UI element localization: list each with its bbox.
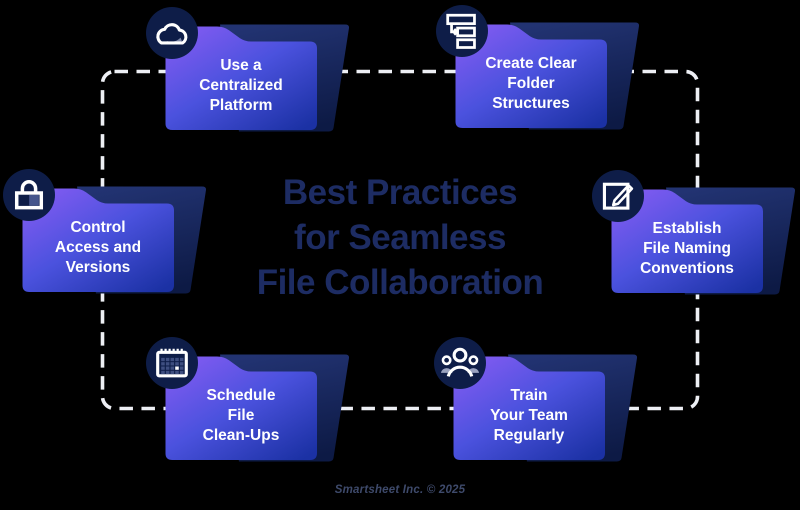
icon-badge	[434, 337, 486, 389]
folder-shape	[611, 187, 796, 295]
folder-card: Create Clear Folder Structures	[436, 5, 654, 134]
folder-shape	[455, 22, 640, 130]
folder-front	[455, 24, 607, 128]
icon-badge	[592, 170, 644, 222]
icon-badge	[146, 337, 198, 389]
folder-shape	[453, 354, 638, 462]
folder-front	[22, 188, 174, 292]
folder-shape	[22, 186, 207, 294]
page-title: Best Practices for Seamless File Collabo…	[256, 173, 544, 302]
folder-front	[611, 189, 763, 293]
folder-card-label: Train Your Team Regularly	[490, 387, 568, 444]
footer-credit: Smartsheet Inc. © 2025	[334, 484, 466, 496]
folder-shape	[165, 24, 350, 132]
folder-card-label: Control Access and Versions	[54, 219, 142, 276]
folder-front	[165, 356, 317, 460]
folder-card-label: Establish File Naming Conventions	[640, 220, 734, 277]
folder-card: Train Your Team Regularly	[434, 337, 652, 466]
folder-card: Establish File Naming Conventions	[592, 170, 800, 299]
folder-card-label: Create Clear Folder Structures	[485, 55, 577, 112]
folder-card: Use a Centralized Platform	[146, 7, 364, 136]
icon-badge	[3, 169, 55, 221]
folder-card-label: Schedule File Clean-Ups	[202, 387, 280, 444]
folder-card: Control Access and Versions	[3, 169, 221, 298]
folder-front	[165, 26, 317, 130]
folder-front	[453, 356, 605, 460]
icon-badge	[146, 7, 198, 59]
folder-card-label: Use a Centralized Platform	[199, 57, 283, 114]
icon-badge	[436, 5, 488, 57]
folder-shape	[165, 354, 350, 462]
folder-card: Schedule File Clean-Ups	[146, 337, 364, 466]
